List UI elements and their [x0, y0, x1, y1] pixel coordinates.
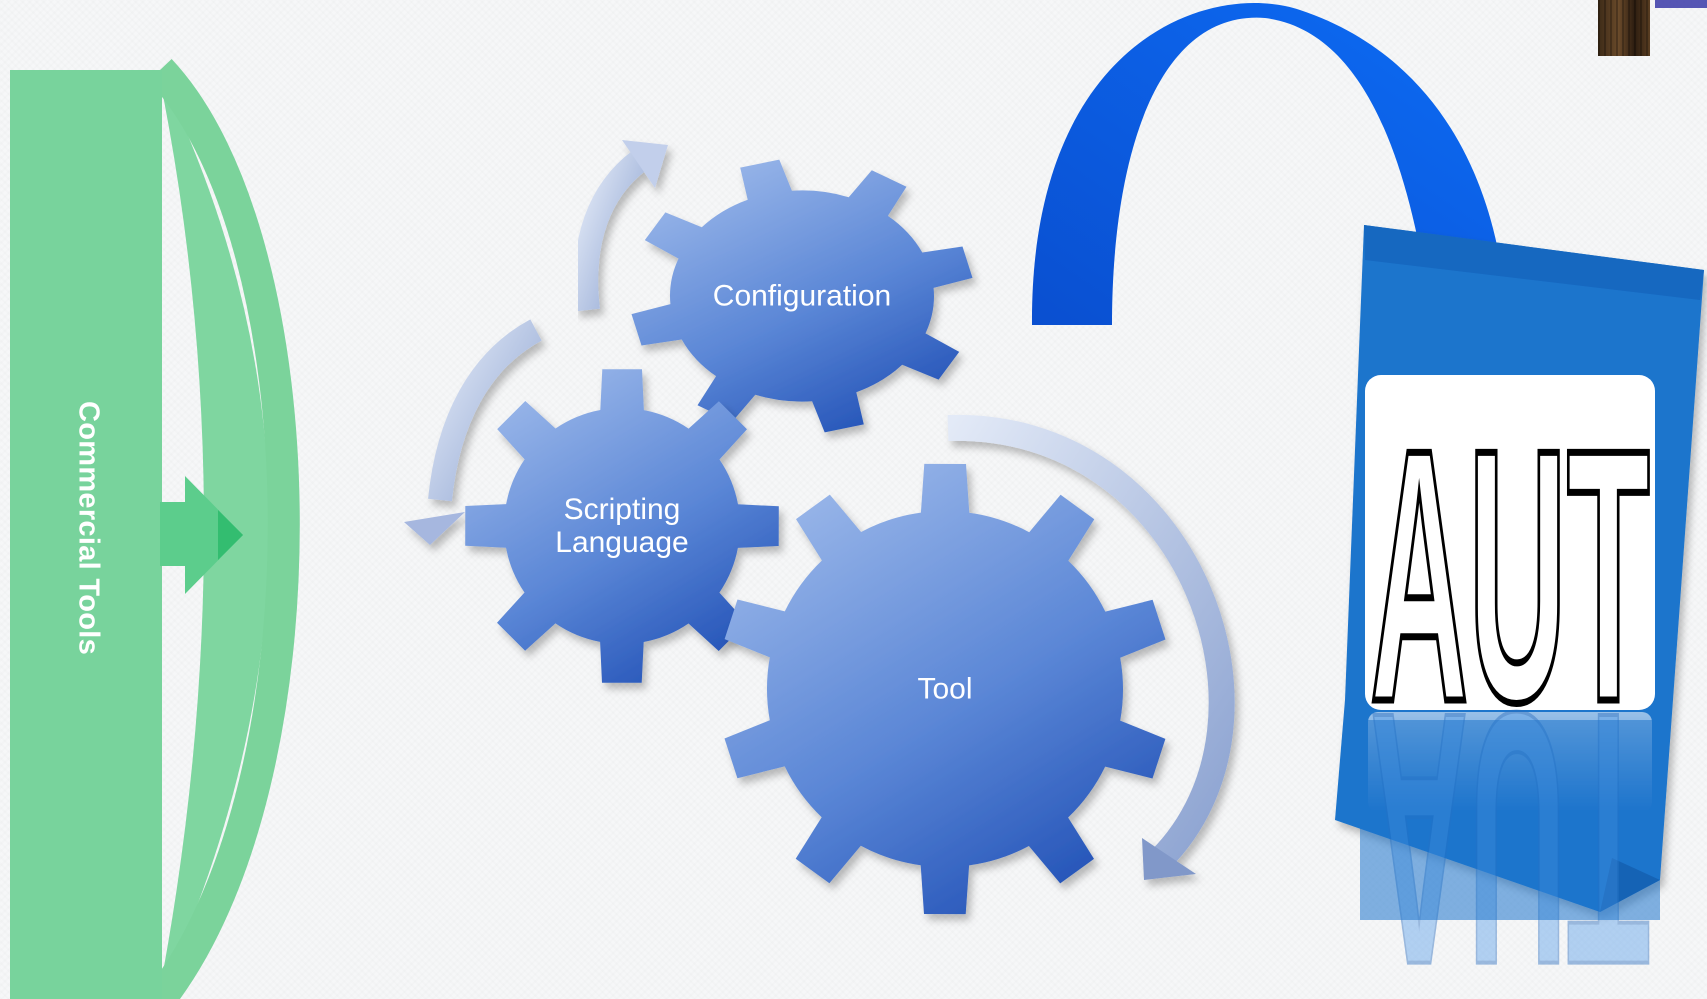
commercial-tools-label: Commercial Tools	[72, 400, 105, 656]
aut-badge-text: AUT	[1370, 375, 1650, 777]
gear-script-shape	[465, 369, 779, 683]
blue-arc-connector	[1031, 3, 1500, 325]
corner-caption-bar	[1655, 0, 1707, 8]
commercial-tools-panel	[10, 59, 300, 999]
cycle-arrow-left	[404, 319, 542, 545]
gear-tool-icon	[724, 463, 1166, 915]
green-panel-rect	[10, 70, 162, 999]
gear-scripting-icon	[465, 369, 779, 683]
cycle-arrow-top	[574, 140, 668, 312]
gear-tool-shape	[724, 463, 1166, 915]
gear-tool-label: Tool	[917, 672, 973, 706]
portrait-thumbnail-icon	[1598, 0, 1650, 56]
green-arrow-icon	[160, 476, 243, 594]
gear-configuration-icon	[631, 159, 973, 433]
gear-scripting-label: Scripting Language	[555, 493, 689, 559]
gear-config-shape	[631, 159, 973, 433]
gear-configuration-label: Configuration	[712, 279, 892, 313]
cycle-arrow-right	[947, 414, 1235, 880]
